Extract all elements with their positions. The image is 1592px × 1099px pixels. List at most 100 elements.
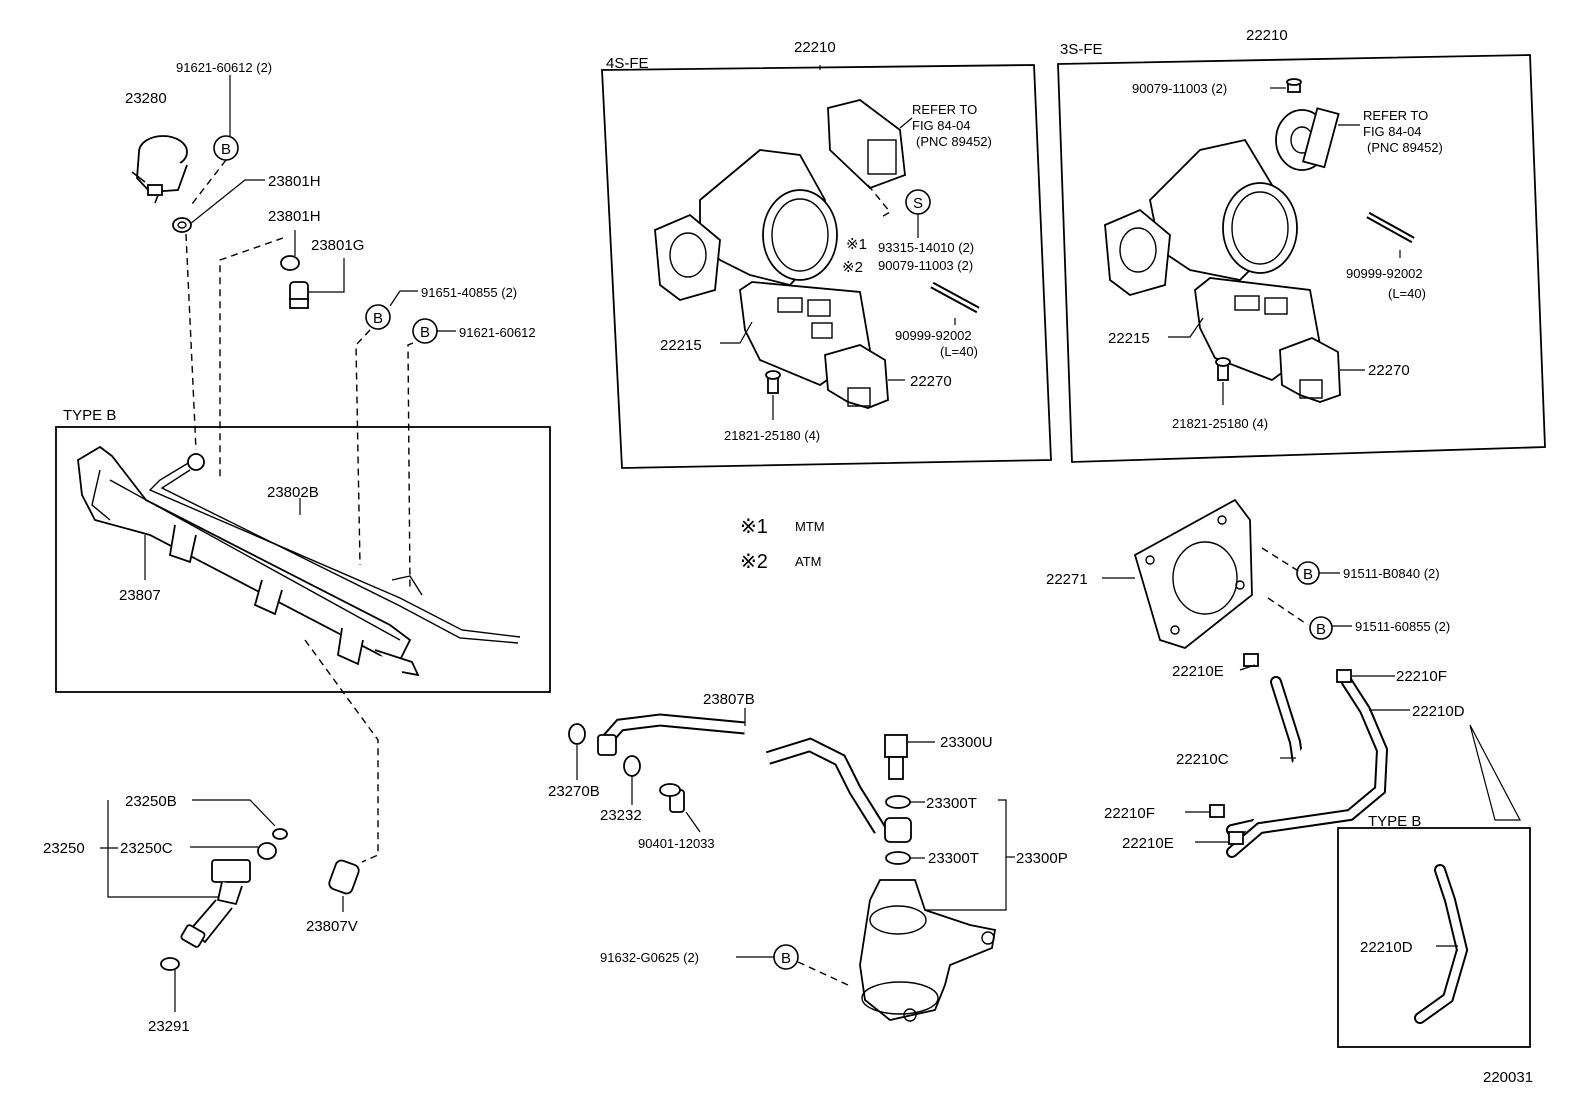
label-23807V: 23807V xyxy=(306,918,358,935)
label-91621-60612: 91621-60612 xyxy=(459,325,536,340)
frame-4s-fe xyxy=(601,64,1052,469)
label-91651-40855: 91651-40855 (2) xyxy=(421,285,517,300)
svg-text:B: B xyxy=(1316,621,1326,638)
b-marker-4: B xyxy=(1296,561,1320,585)
label-refer-3s-3: (PNC 89452) xyxy=(1367,140,1443,155)
label-type-b-right: TYPE B xyxy=(1368,813,1421,830)
label-23300T-b: 23300T xyxy=(928,850,979,867)
gasket-23300T-2 xyxy=(885,851,911,865)
label-23280: 23280 xyxy=(125,90,167,107)
fuel-rail-23807 xyxy=(77,445,420,677)
hose-fuel xyxy=(765,737,912,843)
label-22270-4s: 22270 xyxy=(910,373,952,390)
label-23807: 23807 xyxy=(119,587,161,604)
clip-23801H xyxy=(172,217,192,233)
pin-90999-4s xyxy=(930,281,980,314)
type-b-frame-left xyxy=(55,426,551,693)
bolt-23300U xyxy=(884,734,908,780)
clip-23801H-2 xyxy=(280,255,300,271)
bolt-90401 xyxy=(659,783,685,813)
hose-22210D-typeb xyxy=(1414,864,1469,1024)
label-21821-4s: 21821-25180 (4) xyxy=(724,428,820,443)
throttle-sensor-3s xyxy=(1275,107,1340,171)
legend-mtm: MTM xyxy=(795,519,825,534)
label-91511-60855: 91511-60855 (2) xyxy=(1355,619,1450,634)
label-23300T-a: 23300T xyxy=(926,795,977,812)
label-22210D-b: 22210D xyxy=(1360,939,1413,956)
label-93315: 93315-14010 (2) xyxy=(878,240,974,255)
label-22210D-a: 22210D xyxy=(1412,703,1465,720)
clamp-22210F-2 xyxy=(1209,804,1225,818)
svg-text:B: B xyxy=(781,950,791,967)
clip-23291 xyxy=(160,957,180,971)
label-90999-4s: 90999-92002 xyxy=(895,328,972,343)
b-marker-1: B xyxy=(213,135,239,161)
label-23300P: 23300P xyxy=(1016,850,1068,867)
label-22210F-b: 22210F xyxy=(1104,805,1155,822)
label-mark2: ※2 xyxy=(842,259,863,276)
fuel-pipe-23802B xyxy=(148,453,521,644)
label-refer-3s-2: FIG 84-04 xyxy=(1363,124,1422,139)
label-3s-fe: 3S-FE xyxy=(1060,41,1103,58)
o-ring-23250C xyxy=(257,842,277,860)
label-22271: 22271 xyxy=(1046,571,1088,588)
label-23250C: 23250C xyxy=(120,840,173,857)
label-23250B: 23250B xyxy=(125,793,177,810)
svg-text:B: B xyxy=(373,310,383,327)
label-23801H-a: 23801H xyxy=(268,173,321,190)
label-22210E-b: 22210E xyxy=(1122,835,1174,852)
label-22210-3s: 22210 xyxy=(1246,27,1288,44)
b-marker-3: B xyxy=(412,318,438,344)
hose-22210D xyxy=(1226,676,1389,858)
bolt-21821-3s xyxy=(1215,357,1231,381)
clamp-22210F-1 xyxy=(1336,669,1352,683)
label-22270-3s: 22270 xyxy=(1368,362,1410,379)
frame-3s-fe xyxy=(1057,54,1546,463)
cushion-23807V xyxy=(328,859,360,895)
label-22210C: 22210C xyxy=(1176,751,1229,768)
label-90401: 90401-12033 xyxy=(638,836,715,851)
label-mark1: ※1 xyxy=(846,236,867,253)
label-21821-3s: 21821-25180 (4) xyxy=(1172,416,1268,431)
clamp-22210E-2 xyxy=(1228,831,1244,845)
screw-90079-3s xyxy=(1286,78,1302,93)
b-marker-5: B xyxy=(1309,616,1333,640)
label-91511-b0840: 91511-B0840 (2) xyxy=(1343,566,1440,581)
label-23232: 23232 xyxy=(600,807,642,824)
b-marker-2: B xyxy=(365,304,391,330)
figure-number: 220031 xyxy=(1483,1069,1533,1086)
label-22210-4s: 22210 xyxy=(794,39,836,56)
svg-text:S: S xyxy=(913,195,923,212)
label-23801H-b: 23801H xyxy=(268,208,321,225)
svg-text:B: B xyxy=(420,324,430,341)
gasket-23300T-1 xyxy=(885,795,911,809)
label-91621-60612-2: 91621-60612 (2) xyxy=(176,60,272,75)
gasket-23270B xyxy=(568,723,586,745)
pressure-sensor-23280 xyxy=(131,135,188,204)
label-90999-3s: 90999-92002 xyxy=(1346,266,1423,281)
clamp-22210E-1 xyxy=(1243,653,1259,667)
label-23270B: 23270B xyxy=(548,783,600,800)
isc-valve-22270-4s xyxy=(824,344,889,409)
svg-text:B: B xyxy=(1303,566,1313,583)
label-22215-4s: 22215 xyxy=(660,337,702,354)
o-ring-23250B xyxy=(272,828,288,840)
label-23801G: 23801G xyxy=(311,237,364,254)
label-23291: 23291 xyxy=(148,1018,190,1035)
label-90079-4s: 90079-11003 (2) xyxy=(878,258,973,273)
label-refer-4s-2: FIG 84-04 xyxy=(912,118,971,133)
label-type-b-left: TYPE B xyxy=(63,407,116,424)
pointer-type-b xyxy=(1469,724,1521,821)
injector-23250 xyxy=(180,859,251,948)
bracket-23250 xyxy=(107,800,230,898)
gasket-23232 xyxy=(623,755,641,777)
label-23250: 23250 xyxy=(43,840,85,857)
label-22210E-a: 22210E xyxy=(1172,663,1224,680)
legend-mark1: ※1 xyxy=(740,516,768,538)
label-22215-3s: 22215 xyxy=(1108,330,1150,347)
legend-atm: ATM xyxy=(795,554,821,569)
svg-text:B: B xyxy=(221,141,231,158)
label-90079-3s: 90079-11003 (2) xyxy=(1132,81,1227,96)
